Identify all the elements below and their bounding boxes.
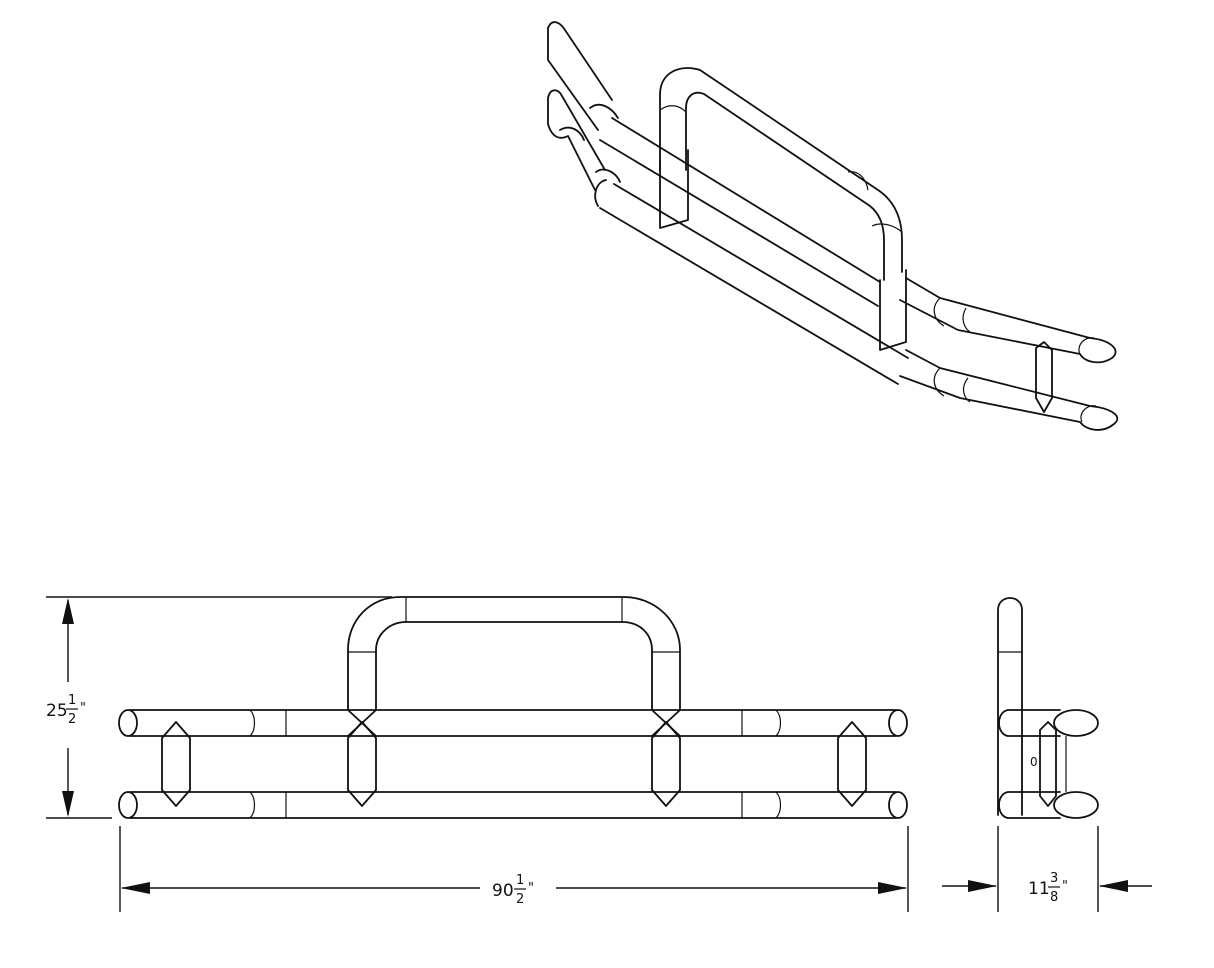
front-bracket-center-right — [651, 721, 681, 807]
depth-whole: 11 — [1028, 879, 1050, 899]
side-view: 0 — [997, 597, 1099, 819]
iso-center-hoop — [659, 67, 903, 273]
side-view-label: 0 — [1030, 755, 1038, 769]
depth-unit: " — [1062, 879, 1068, 894]
side-upright — [997, 597, 1023, 816]
iso-lower-rail — [613, 183, 909, 359]
iso-upper-rail — [611, 117, 881, 283]
width-numerator: 1 — [516, 873, 524, 888]
height-numerator: 1 — [68, 693, 76, 708]
iso-right-bracket — [879, 269, 907, 351]
front-hoop-outer — [347, 596, 681, 711]
height-unit: " — [80, 701, 86, 716]
width-whole: 90 — [492, 881, 514, 901]
front-bracket-right — [837, 721, 867, 807]
front-bracket-left — [161, 721, 191, 807]
height-dimension: 25 1 2 " — [46, 596, 392, 819]
iso-left-bracket — [659, 149, 689, 229]
height-whole: 25 — [46, 701, 68, 721]
iso-upper-left-arm — [547, 21, 613, 101]
front-hoop-inner — [375, 621, 653, 711]
front-bracket-center-left — [347, 721, 377, 807]
height-denominator: 2 — [68, 712, 76, 727]
iso-end-bracket — [1035, 341, 1053, 413]
side-bracket — [1039, 721, 1057, 807]
depth-dimension: 11 3 8 " — [942, 826, 1152, 912]
isometric-view — [547, 21, 1119, 431]
depth-numerator: 3 — [1050, 871, 1058, 886]
width-denominator: 2 — [516, 892, 524, 907]
depth-denominator: 8 — [1050, 890, 1058, 905]
width-unit: " — [528, 881, 534, 896]
front-view — [118, 596, 908, 819]
width-dimension: 90 1 2 " — [119, 826, 909, 912]
